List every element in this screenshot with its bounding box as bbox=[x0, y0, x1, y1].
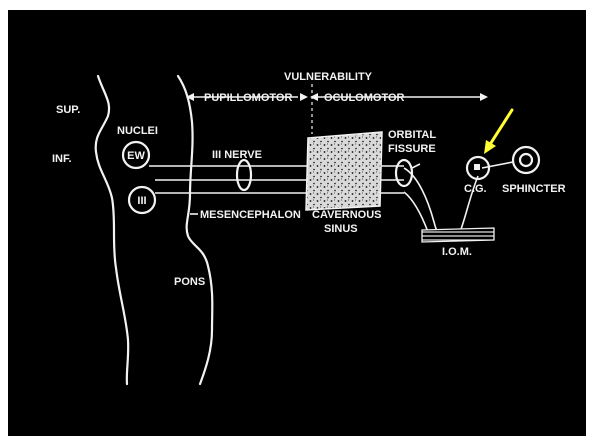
label-nuclei: NUCLEI bbox=[117, 125, 158, 137]
label-inf: INF. bbox=[52, 153, 72, 165]
label-iom: I.O.M. bbox=[442, 246, 472, 258]
orbital-fiber-to-iom bbox=[404, 168, 440, 236]
sphincter-outer-ring bbox=[513, 147, 539, 173]
label-pupillomotor: PUPILLOMOTOR bbox=[204, 92, 292, 104]
label-mesencephalon: MESENCEPHALON bbox=[200, 209, 301, 221]
pupillomotor-diagram: SUP. INF. NUCLEI EW III III NERVE VULNER… bbox=[8, 10, 586, 436]
pupillomotor-span-arrow-right bbox=[300, 93, 308, 101]
orbital-fiber-to-iom-2 bbox=[404, 192, 428, 232]
orbital-fissure-pointer bbox=[412, 164, 420, 168]
oculomotor-span-arrow-left bbox=[310, 93, 318, 101]
label-cavernous: CAVERNOUS bbox=[312, 209, 381, 221]
label-oculomotor: OCULOMOTOR bbox=[324, 92, 405, 104]
label-cg: C.G. bbox=[464, 183, 487, 195]
label-sphincter: SPHINCTER bbox=[502, 183, 566, 195]
label-pons: PONS bbox=[174, 276, 205, 288]
slide: SUP. INF. NUCLEI EW III III NERVE VULNER… bbox=[8, 10, 586, 436]
cavernous-sinus-block bbox=[306, 132, 382, 210]
label-vulnerability: VULNERABILITY bbox=[284, 71, 373, 83]
label-iii-nerve: III NERVE bbox=[212, 149, 262, 161]
brainstem-left-outline bbox=[96, 76, 129, 384]
label-iii: III bbox=[137, 195, 146, 207]
iii-nerve-oval bbox=[237, 160, 251, 190]
ciliary-ganglion-dot bbox=[474, 164, 480, 170]
yellow-arrow-icon bbox=[484, 110, 512, 154]
iom-muscle bbox=[422, 228, 494, 242]
label-ew: EW bbox=[127, 150, 145, 162]
label-fissure: FISSURE bbox=[388, 143, 436, 155]
label-sup: SUP. bbox=[56, 104, 80, 116]
brainstem-right-outline bbox=[178, 76, 212, 384]
label-orbital: ORBITAL bbox=[388, 129, 436, 141]
label-sinus: SINUS bbox=[324, 223, 358, 235]
oculomotor-span-arrow-right bbox=[480, 93, 488, 101]
sphincter-inner-ring bbox=[520, 154, 532, 166]
